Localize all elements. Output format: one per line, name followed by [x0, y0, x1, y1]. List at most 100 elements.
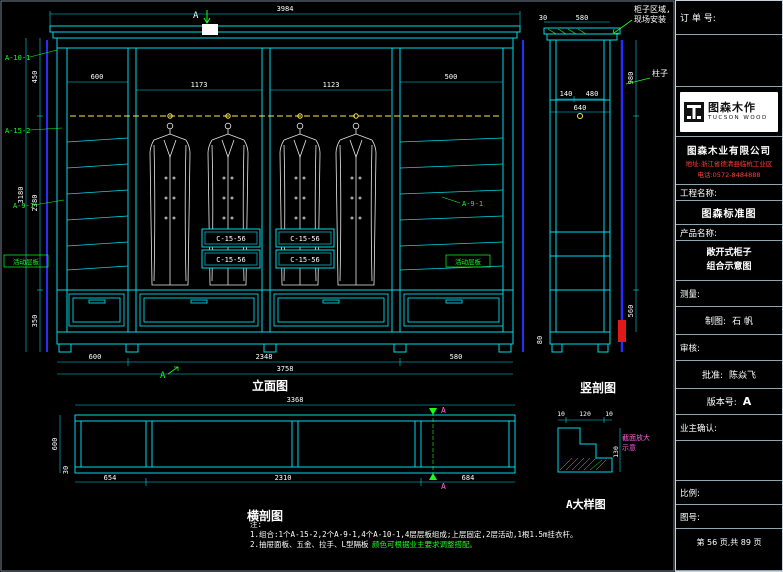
company-address-line2: 电话:0572-8484888	[697, 170, 761, 179]
drawer-code: C-15-56	[290, 235, 320, 243]
draft-row: 制图: 石 帆	[676, 307, 782, 335]
horizontal-section-linework	[74, 414, 516, 474]
detail-linework	[557, 427, 613, 473]
product-value-line1: 敞开式柜子	[706, 248, 752, 258]
crown-hatch	[547, 28, 587, 35]
review-row: 审核:	[676, 335, 782, 361]
dim-vs-right-upper: 980	[627, 72, 635, 85]
draft-value: 石 帆	[732, 317, 753, 327]
pillar-note: 柱子	[652, 68, 668, 78]
notes-line1: 1.组合:1个A-15-2,2个A-9-1,4个A-10-1,4层层板组成;上层…	[250, 529, 578, 539]
dim-hs-b3: 684	[462, 474, 475, 482]
horizontal-section-dimensions	[59, 404, 515, 486]
scale-row: 比例:	[676, 481, 782, 505]
rod-section-circle	[577, 113, 583, 119]
company-block: 图森木业有限公司 地址:浙江省德清县临杭工业区 电话:0572-8484888	[676, 137, 782, 185]
order-no-value-area	[676, 35, 782, 87]
hanging-coats	[149, 122, 377, 286]
view-label-elevation: 立面图	[252, 378, 288, 393]
dim-bottom-mid: 2348	[256, 353, 273, 361]
notes-block: 注: 1.组合:1个A-15-2,2个A-9-1,4个A-10-1,4层层板组成…	[250, 519, 578, 549]
label-a10: A-10-1	[5, 54, 30, 62]
dim-bay-left: 600	[91, 73, 104, 81]
approve-row: 批准: 陈焱飞	[676, 361, 782, 389]
dim-bay-mid1: 1173	[191, 81, 208, 89]
product-value: 敞开式柜子 组合示意图	[676, 241, 782, 281]
section-arrow-top	[203, 10, 211, 24]
product-value-line2: 组合示意图	[706, 261, 752, 272]
dim-detail-1: 10	[557, 410, 565, 418]
version-row: 版本号: A	[676, 389, 782, 415]
order-no-row: 订 单 号:	[676, 1, 782, 35]
owner-signature-area	[676, 441, 782, 481]
dim-bay-right: 500	[445, 73, 458, 81]
company-address-line1: 地址:浙江省德清县临杭工业区	[685, 159, 773, 168]
dim-detail-3: 10	[605, 410, 613, 418]
label-a9-right: A-9-1	[462, 200, 483, 208]
version-value: A	[742, 395, 752, 408]
dim-height-bottom: 350	[31, 315, 39, 328]
approve-label: 批准:	[701, 371, 724, 381]
label-a9-left: A-9-1	[13, 202, 34, 210]
owner-confirm-row: 业主确认:	[676, 415, 782, 441]
draft-label: 制图:	[705, 317, 727, 327]
dim-height-top: 450	[31, 71, 39, 84]
section-marker-top: A	[193, 11, 199, 21]
view-label-horizontal-section: 横剖图	[247, 508, 283, 523]
drawer-code: C-15-56	[290, 256, 320, 264]
install-note-line2: 现场安装	[634, 14, 666, 24]
detail-hatch	[559, 457, 607, 471]
install-note-line1: 柜子区域,	[634, 4, 671, 14]
detail-dimension-texts: 10 120 10 130	[557, 410, 620, 458]
drawer-code-plates: C-15-56 C-15-56 C-15-56 C-15-56	[201, 228, 335, 269]
cut-letter-bottom: A	[441, 482, 446, 491]
part-label-group: A-10-1 A-15-2 A-9-1 A-9-1 活动层板 活动层板	[3, 49, 491, 268]
dim-hs-top: 3368	[287, 396, 304, 404]
shelf-note-right: 活动层板	[455, 257, 482, 266]
vertical-section-linework	[543, 27, 621, 353]
dim-detail-2: 120	[579, 410, 591, 418]
dim-hs-left-depth: 600	[51, 438, 59, 451]
dim-bottom-left: 600	[89, 353, 102, 361]
measure-row: 测量:	[676, 281, 782, 307]
dim-overall-width: 3984	[277, 5, 294, 13]
install-annotation: 柜子区域, 现场安装	[612, 4, 671, 35]
logo-name: 图森木作	[708, 101, 756, 115]
elevation-dimension-texts: 3984 600 1173 1123 500 450 2380 350 3180…	[17, 5, 462, 373]
logo-subtitle: TUCSON WOOD	[708, 114, 768, 121]
sheet-frame	[0, 0, 675, 572]
product-label: 产品名称:	[676, 225, 782, 241]
plan-cut-markers: A A	[429, 406, 446, 491]
notes-line2-white: 2.抽屉面板、五金、拉手、L型隔板	[250, 539, 369, 549]
detail-note-line1: 截面放大	[622, 433, 650, 442]
notes-title: 注:	[250, 519, 262, 529]
drawer-code: C-15-56	[216, 256, 246, 264]
horizontal-section-dimension-texts: 3368 654 2310 684 600 30	[51, 396, 474, 482]
view-label-vertical-section: 竖剖图	[580, 380, 616, 395]
vertical-section-dimension-texts: 30 580 140 480 640 980 560 80	[536, 14, 635, 344]
shelf-note-left: 活动层板	[13, 257, 40, 266]
dim-detail-side: 130	[612, 446, 620, 458]
logo-text: 图森木作 TUCSON WOOD	[708, 101, 768, 121]
title-block: 订 单 号: 图森木作 TUCSON WOOD 图森木业有限公司 地址:浙江省德…	[675, 0, 783, 572]
dim-vs-inner1: 140	[560, 90, 573, 98]
notes-line2-green: 颜色可根据业主要求调整搭配。	[372, 539, 477, 549]
section-arrow-bottom	[167, 366, 179, 375]
red-marker	[618, 320, 626, 342]
dim-vs-depth: 580	[576, 14, 589, 22]
dim-hs-b1: 654	[104, 474, 117, 482]
pillar-lines	[46, 40, 524, 352]
dim-hs-b2: 2310	[275, 474, 292, 482]
approve-value: 陈焱飞	[729, 371, 757, 381]
label-a15: A-15-2	[5, 127, 30, 135]
dim-height-mid: 2380	[31, 195, 39, 212]
dim-vs-bottom: 80	[536, 336, 544, 344]
dim-vs-offset: 30	[539, 14, 547, 22]
view-label-detail: A大样图	[566, 497, 606, 511]
pillar-annotation: 柱子	[625, 68, 668, 85]
page-info: 第 56 页,共 89 页	[676, 529, 782, 571]
drawing-canvas: C-15-56 C-15-56 C-15-56 C-15-56 A 3984	[0, 0, 675, 572]
dim-vs-inner3: 640	[574, 104, 587, 112]
section-cut-symbol	[202, 24, 218, 35]
